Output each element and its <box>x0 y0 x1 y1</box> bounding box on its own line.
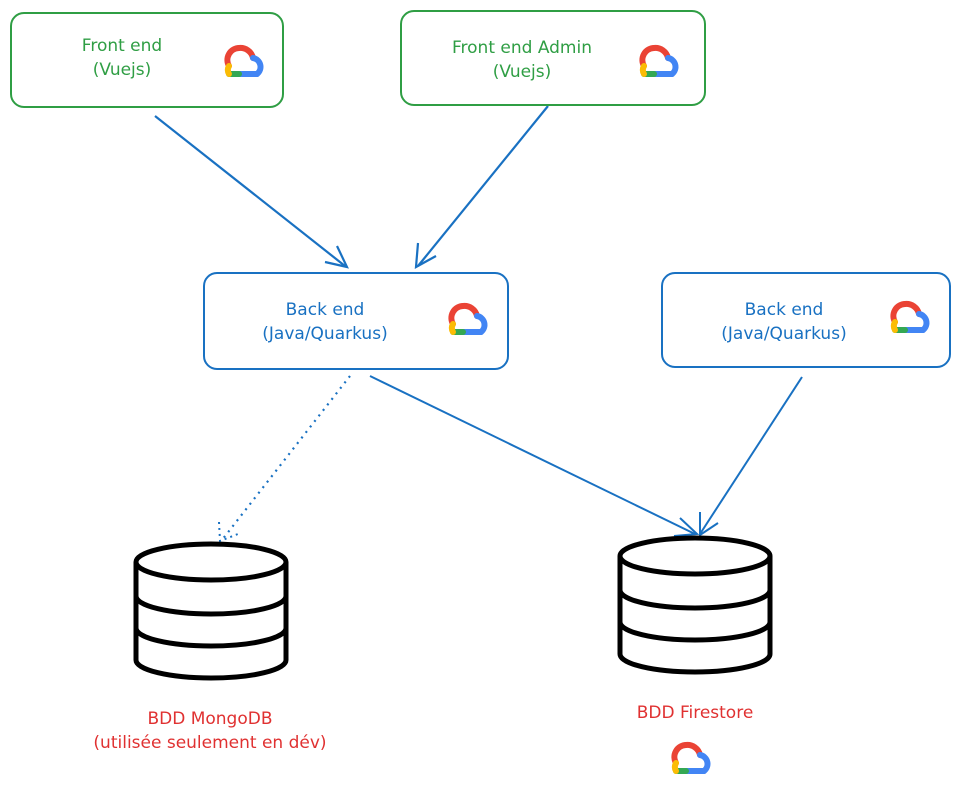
google-cloud-icon <box>674 745 707 771</box>
edge-frontend-admin-to-backend <box>417 105 549 267</box>
front-end-admin-node: Front end Admin (Vuejs) <box>400 10 706 106</box>
mongodb-label: BDD MongoDB (utilisée seulement en dév) <box>60 707 360 755</box>
edge-backend-to-firestore <box>369 375 696 535</box>
arrowhead <box>218 521 239 543</box>
arrowhead <box>699 512 719 537</box>
back-end-2-node: Back end (Java/Quarkus) <box>661 272 951 368</box>
front-end-admin-subtitle: (Vuejs) <box>492 62 552 82</box>
firestore-label: BDD Firestore <box>575 701 815 725</box>
mongodb-subtitle: (utilisée seulement en dév) <box>93 733 327 753</box>
front-end-admin-title: Front end Admin <box>451 38 592 58</box>
front-end-subtitle: (Vuejs) <box>92 60 152 80</box>
firestore-title: BDD Firestore <box>636 703 754 723</box>
front-end-title: Front end <box>81 36 163 56</box>
firestore-database-icon <box>617 535 773 675</box>
mongodb-title: BDD MongoDB <box>147 709 273 729</box>
front-end-node: Front end (Vuejs) <box>10 12 284 108</box>
edge-backend-to-mongodb <box>221 375 351 541</box>
edge-backend2-to-firestore <box>699 376 803 535</box>
back-end-subtitle: (Java/Quarkus) <box>262 324 388 344</box>
back-end-2-title: Back end <box>744 300 824 320</box>
back-end-node: Back end (Java/Quarkus) <box>203 272 509 370</box>
edge-frontend-to-backend <box>154 115 346 267</box>
arrowhead <box>324 245 349 269</box>
google-cloud-icon <box>215 36 271 86</box>
mongodb-database-icon <box>133 541 289 681</box>
google-cloud-icon <box>630 36 686 86</box>
back-end-title: Back end <box>285 300 365 320</box>
arrowhead <box>673 517 700 537</box>
google-cloud-icon <box>881 292 937 342</box>
google-cloud-icon <box>439 294 495 344</box>
back-end-2-subtitle: (Java/Quarkus) <box>721 324 847 344</box>
arrowhead <box>414 242 437 269</box>
